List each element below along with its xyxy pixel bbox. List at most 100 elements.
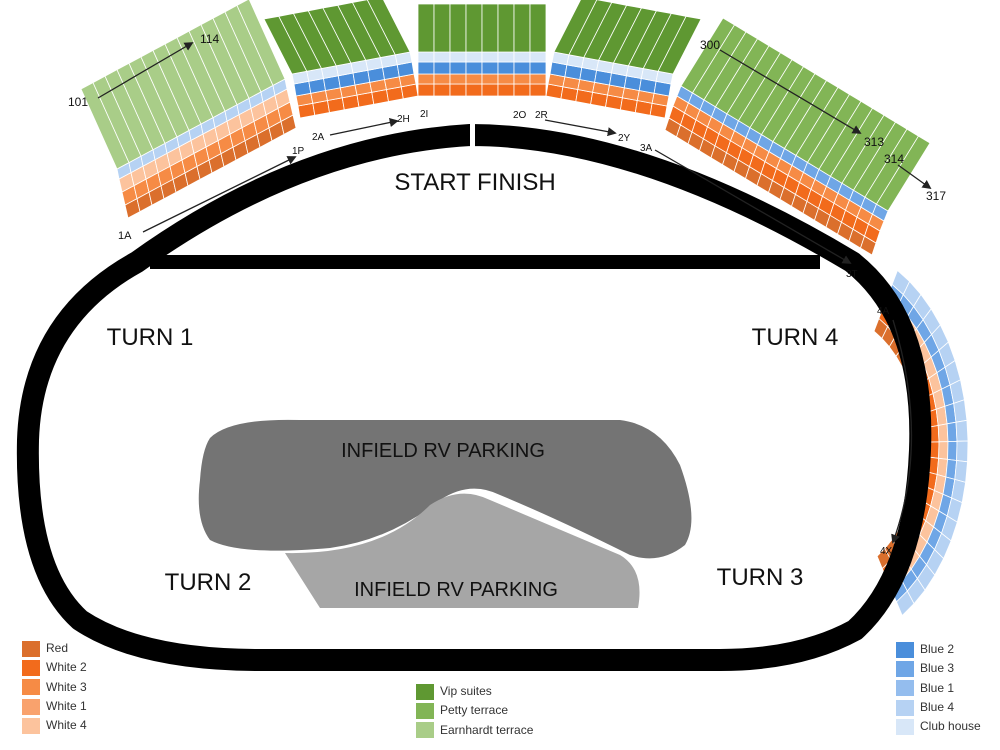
- legend-item-white-2[interactable]: White 2: [22, 658, 87, 677]
- legend-swatch: [896, 718, 914, 735]
- legend-item-red[interactable]: Red: [22, 639, 87, 658]
- legend-item-blue-1[interactable]: Blue 1: [896, 679, 981, 698]
- seat-turn4-r4-8[interactable]: [953, 399, 968, 423]
- legend-item-petty-terrace[interactable]: Petty terrace: [416, 701, 533, 720]
- section-label-3t: 3T: [846, 269, 858, 280]
- seat-center-mid-r4-6[interactable]: [513, 3, 531, 53]
- legend-item-white-3[interactable]: White 3: [22, 678, 87, 697]
- seat-center-right-r4-7[interactable]: [657, 15, 702, 75]
- seat-center-mid-r1-3[interactable]: [465, 73, 483, 85]
- legend-label: White 1: [46, 698, 87, 713]
- section-label-1p: 1P: [292, 146, 305, 157]
- seat-center-mid-r0-1[interactable]: [433, 83, 451, 97]
- seat-center-mid-r0-4[interactable]: [481, 83, 499, 97]
- seat-turn4-r4-10[interactable]: [956, 440, 969, 463]
- seat-center-mid-r3-6[interactable]: [513, 51, 531, 63]
- seat-center-mid-r2-6[interactable]: [513, 61, 531, 75]
- seat-center-mid-r3-1[interactable]: [433, 51, 451, 63]
- seat-center-mid-r4-2[interactable]: [449, 3, 467, 53]
- legend-item-white-1[interactable]: White 1: [22, 697, 87, 716]
- seat-center-mid-r1-5[interactable]: [497, 73, 515, 85]
- seat-center-mid-r4-5[interactable]: [497, 3, 515, 53]
- seat-turn4-r3-10[interactable]: [947, 440, 958, 461]
- section-label-1a: 1A: [118, 230, 132, 242]
- legend-price-levels-orange: Red White 2 White 3 White 1 White 4: [22, 639, 87, 735]
- seat-center-left-r4-7[interactable]: [367, 0, 411, 56]
- seat-center-mid-r3-4[interactable]: [481, 51, 499, 63]
- arrow-101-114: [97, 42, 194, 99]
- seat-center-mid-r4-4[interactable]: [481, 3, 499, 53]
- seat-center-mid-r2-4[interactable]: [481, 61, 499, 75]
- seat-center-mid-r3-7[interactable]: [529, 51, 547, 63]
- turn-3-label: TURN 3: [717, 564, 804, 591]
- seat-center-mid-r2-5[interactable]: [497, 61, 515, 75]
- seat-center-mid-r2-7[interactable]: [529, 61, 547, 75]
- section-label-313: 313: [864, 135, 884, 149]
- seat-center-mid-r0-5[interactable]: [497, 83, 515, 97]
- legend-item-earnhardt-terrace[interactable]: Earnhardt terrace: [416, 721, 533, 740]
- seat-center-mid-r2-1[interactable]: [433, 61, 451, 75]
- seat-center-mid-r3-5[interactable]: [497, 51, 515, 63]
- start-finish-label: START FINISH: [394, 169, 555, 196]
- seat-turn4-r2-9[interactable]: [937, 423, 949, 443]
- legend-swatch: [22, 679, 40, 696]
- legend-label: White 3: [46, 679, 87, 694]
- seat-turn4-r2-10[interactable]: [938, 441, 949, 460]
- seat-center-mid-r0-6[interactable]: [513, 83, 531, 97]
- seat-center-mid-r1-0[interactable]: [417, 73, 435, 85]
- arrow-300-313: [719, 49, 862, 134]
- legend-item-blue-3[interactable]: Blue 3: [896, 659, 981, 678]
- seat-center-mid-r0-2[interactable]: [449, 83, 467, 97]
- legend-item-blue-4[interactable]: Blue 4: [896, 698, 981, 717]
- section-label-317: 317: [926, 189, 946, 203]
- seat-center-mid-r1-1[interactable]: [433, 73, 451, 85]
- seat-center-mid-r2-0[interactable]: [417, 61, 435, 75]
- section-label-314: 314: [884, 152, 904, 166]
- seat-center-mid-r1-6[interactable]: [513, 73, 531, 85]
- seat-center-mid-r0-7[interactable]: [529, 83, 547, 97]
- seat-center-mid-r3-0[interactable]: [417, 51, 435, 63]
- legend-swatch: [896, 641, 914, 658]
- section-label-2a: 2A: [312, 132, 325, 143]
- seat-center-mid-r2-2[interactable]: [449, 61, 467, 75]
- seat-center-right-r4-0[interactable]: [553, 0, 598, 56]
- legend-item-club-house[interactable]: Club house: [896, 717, 981, 736]
- seat-center-mid-r1-4[interactable]: [481, 73, 499, 85]
- seat-center-mid-r4-0[interactable]: [417, 3, 435, 53]
- legend-label: Red: [46, 641, 69, 655]
- seat-center-mid-r2-3[interactable]: [465, 61, 483, 75]
- seat-center-mid-r3-2[interactable]: [449, 51, 467, 63]
- seat-center-mid-r4-7[interactable]: [529, 3, 547, 53]
- section-label-2o: 2O: [513, 110, 527, 121]
- legend-swatch: [22, 659, 40, 676]
- seat-center-mid-r4-1[interactable]: [433, 3, 451, 53]
- legend-swatch: [22, 717, 40, 734]
- seat-center-mid-r0-0[interactable]: [417, 83, 435, 97]
- arrow-2a-2h: [329, 118, 399, 136]
- legend-item-vip-suites[interactable]: Vip suites: [416, 682, 533, 701]
- legend-label: Vip suites: [440, 684, 492, 698]
- seat-right-r4-17[interactable]: [875, 135, 931, 212]
- section-label-2y: 2Y: [618, 133, 631, 144]
- seat-left-r4-13[interactable]: [236, 0, 286, 86]
- seat-center-left-r4-6[interactable]: [351, 0, 396, 58]
- seat-center-mid-r1-7[interactable]: [529, 73, 547, 85]
- arrow-3a-3t: [654, 149, 852, 264]
- seat-center-mid-r0-3[interactable]: [465, 83, 483, 97]
- seat-turn4-r4-11[interactable]: [954, 460, 968, 483]
- legend-label: Blue 1: [920, 680, 955, 695]
- legend-label: Earnhardt terrace: [440, 722, 534, 737]
- legend-item-white-4[interactable]: White 4: [22, 716, 87, 735]
- legend-item-blue-2[interactable]: Blue 2: [896, 640, 981, 659]
- turn-4-label: TURN 4: [752, 324, 839, 351]
- turn-1-label: TURN 1: [107, 324, 194, 351]
- seat-center-mid-r1-2[interactable]: [449, 73, 467, 85]
- seat-center-mid-r4-3[interactable]: [465, 3, 483, 53]
- seat-turn4-r4-19[interactable]: [896, 590, 915, 617]
- legend-swatch: [416, 683, 434, 700]
- seat-turn4-r4-9[interactable]: [955, 419, 969, 442]
- legend-label: Club house: [920, 719, 981, 734]
- seat-turn4-r3-9[interactable]: [946, 421, 958, 443]
- seat-center-mid-r3-3[interactable]: [465, 51, 483, 63]
- start-finish-gap: [470, 118, 475, 148]
